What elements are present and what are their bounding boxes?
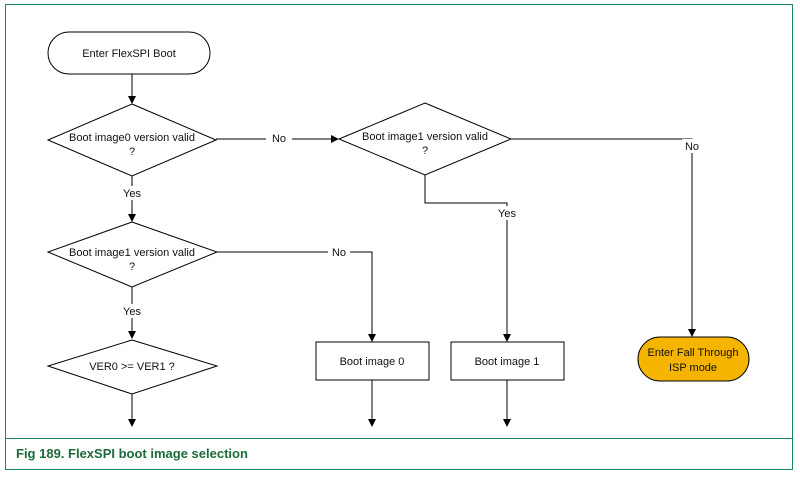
label-yes-image0: Yes	[123, 188, 141, 200]
decision-image1-left-line1: Boot image1 version valid	[69, 247, 195, 259]
process-boot-image1	[450, 341, 565, 381]
isp-line2: ISP mode	[669, 362, 717, 374]
label-yes-image1-left: Yes	[123, 306, 141, 318]
terminal-isp-mode	[637, 336, 750, 382]
figure-caption: Fig 189. FlexSPI boot image selection	[16, 446, 248, 461]
label-no-image1-right: No	[685, 141, 699, 153]
connector-d3-boot0	[217, 251, 376, 342]
decision-image1-left-line2: ?	[129, 261, 135, 273]
label-bg	[682, 139, 704, 153]
decision-image1-right-line2: ?	[422, 145, 428, 157]
decision-version-label: VER0 >= VER1 ?	[89, 361, 175, 373]
isp-line1: Enter Fall Through	[648, 347, 739, 359]
label-no-image0: No	[272, 133, 286, 145]
label-no-image1-left: No	[332, 247, 346, 259]
connector-d2-boot1	[424, 175, 511, 342]
label-bg	[118, 186, 146, 200]
process-boot-image0	[315, 341, 430, 381]
boot-image0-label: Boot image 0	[340, 356, 405, 368]
label-yes-image1-right: Yes	[498, 208, 516, 220]
decision-image1-right-line1: Boot image1 version valid	[362, 131, 488, 143]
label-bg	[494, 206, 522, 220]
label-bg	[266, 131, 292, 145]
connector-d2-isp	[511, 138, 696, 337]
label-bg	[328, 245, 350, 259]
start-label: Enter FlexSPI Boot	[82, 48, 176, 60]
label-bg	[118, 304, 146, 318]
decision-image0-line2: ?	[129, 146, 135, 158]
boot-image1-label: Boot image 1	[475, 356, 540, 368]
figure-frame	[5, 4, 793, 470]
start-terminal	[47, 31, 211, 75]
caption-separator	[5, 438, 793, 439]
decision-image0-line1: Boot image0 version valid	[69, 132, 195, 144]
